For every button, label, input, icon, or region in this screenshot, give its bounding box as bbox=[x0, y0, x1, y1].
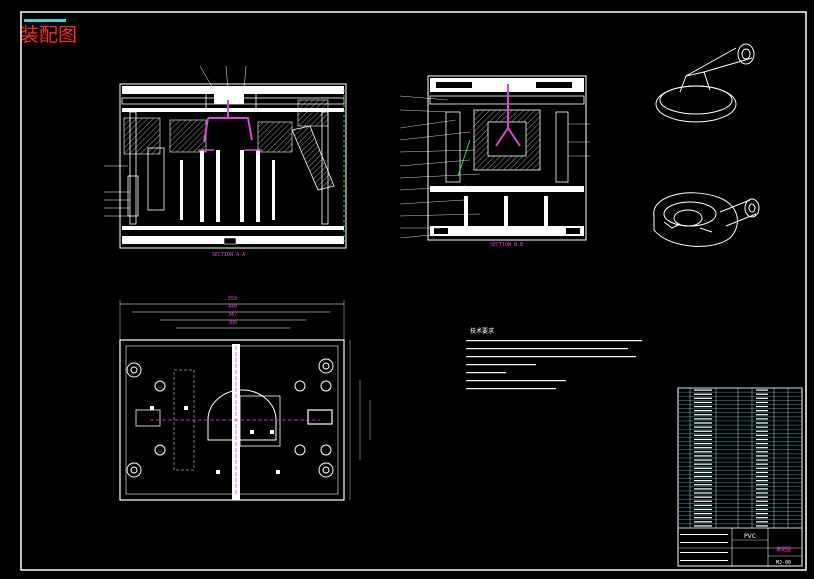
bom-row-text bbox=[694, 451, 712, 453]
bom-row-text bbox=[756, 389, 768, 391]
bom-row-text bbox=[694, 488, 712, 490]
bom-row-text bbox=[756, 438, 768, 441]
bom-row-text bbox=[756, 496, 768, 498]
bom-row-text bbox=[694, 430, 712, 432]
bom-row-text bbox=[694, 500, 712, 502]
dim-label-4: 300 bbox=[228, 320, 238, 326]
section-aa-label: SECTION A-A bbox=[212, 252, 246, 258]
part-isometric-2 bbox=[653, 192, 760, 247]
bom-row-text bbox=[694, 422, 712, 424]
dim-label-overall: 550 bbox=[228, 296, 238, 302]
section-bb-view bbox=[399, 75, 590, 241]
bom-row-text bbox=[756, 488, 768, 490]
bom-row-text bbox=[756, 414, 768, 416]
bom-row-text bbox=[756, 467, 768, 469]
bom-row-text bbox=[756, 500, 768, 502]
bom-row-text bbox=[756, 410, 768, 412]
bom-row-text bbox=[756, 504, 768, 506]
bom-row-text bbox=[756, 508, 768, 511]
bom-row-text bbox=[756, 447, 768, 449]
bom-row-text bbox=[756, 451, 768, 453]
bom-row-text bbox=[694, 410, 712, 412]
bom-row-text bbox=[756, 492, 768, 494]
bom-row-text bbox=[694, 467, 712, 469]
section-aa-view bbox=[104, 65, 347, 249]
bom-row-text bbox=[756, 430, 768, 432]
bom-row-text bbox=[756, 418, 768, 420]
dim-label-2: 440 bbox=[228, 304, 238, 310]
bom-row-text bbox=[694, 459, 712, 461]
bom-row-text bbox=[694, 401, 712, 404]
bom-row-text bbox=[694, 508, 712, 511]
bom-row-text bbox=[694, 447, 712, 449]
bom-row-text bbox=[694, 438, 712, 441]
bom-row-text bbox=[756, 434, 768, 436]
bom-row-text bbox=[756, 471, 768, 474]
sheet-border bbox=[20, 11, 807, 571]
drawing-title: 装配图 bbox=[20, 24, 78, 46]
bom-row-text bbox=[756, 422, 768, 424]
dim-label-3: 347 bbox=[228, 312, 238, 318]
bom-row-text bbox=[756, 517, 768, 519]
bom-row-text bbox=[756, 480, 768, 482]
bom-row-text bbox=[694, 414, 712, 416]
bom-row-text bbox=[756, 393, 768, 395]
bom-row-text bbox=[694, 397, 712, 399]
bom-row-text bbox=[756, 463, 768, 465]
technical-notes-heading: 技术要求 bbox=[470, 328, 495, 335]
bom-row-text bbox=[756, 512, 768, 515]
plan-view bbox=[119, 300, 371, 501]
title-accent-bar bbox=[24, 19, 66, 22]
bom-row-text bbox=[694, 463, 712, 465]
drawing-number: MJ-00 bbox=[776, 560, 792, 566]
bom-row-text bbox=[694, 475, 712, 478]
bom-row-text bbox=[694, 393, 712, 395]
bom-row-text bbox=[694, 442, 712, 445]
bom-row-text bbox=[756, 459, 768, 461]
bom-row-text bbox=[756, 405, 768, 408]
bom-row-text bbox=[756, 455, 768, 457]
bom-row-text bbox=[694, 418, 712, 420]
bom-row-text bbox=[694, 434, 712, 436]
bom-row-text bbox=[694, 484, 712, 486]
bom-row-text bbox=[756, 401, 768, 404]
bom-row-text bbox=[694, 517, 712, 519]
bom-row-text bbox=[756, 475, 768, 478]
bom-row-text bbox=[694, 525, 712, 527]
bom-row-text bbox=[694, 405, 712, 408]
section-bb-label: SECTION B-B bbox=[490, 242, 524, 248]
bom-row-text bbox=[694, 512, 712, 515]
bom-row-text bbox=[694, 471, 712, 474]
bom-table bbox=[677, 387, 803, 567]
bom-row-text bbox=[694, 389, 712, 391]
bom-row-text bbox=[756, 397, 768, 399]
bom-row-text bbox=[694, 426, 712, 428]
bom-row-text bbox=[756, 484, 768, 486]
bom-row-text bbox=[756, 521, 768, 523]
drawing-stamp: 装配图 bbox=[776, 547, 792, 553]
bom-row-text bbox=[756, 525, 768, 527]
material-label: PVC bbox=[744, 533, 756, 540]
bom-row-text bbox=[694, 496, 712, 498]
bom-row-text bbox=[694, 455, 712, 457]
part-isometric-1 bbox=[655, 43, 755, 123]
bom-row-text bbox=[694, 504, 712, 506]
technical-notes-lines bbox=[466, 340, 642, 390]
bom-row-text bbox=[694, 492, 712, 494]
bom-row-text bbox=[694, 521, 712, 523]
bom-row-text bbox=[756, 426, 768, 428]
bom-row-text bbox=[694, 480, 712, 482]
bom-row-text bbox=[756, 442, 768, 445]
